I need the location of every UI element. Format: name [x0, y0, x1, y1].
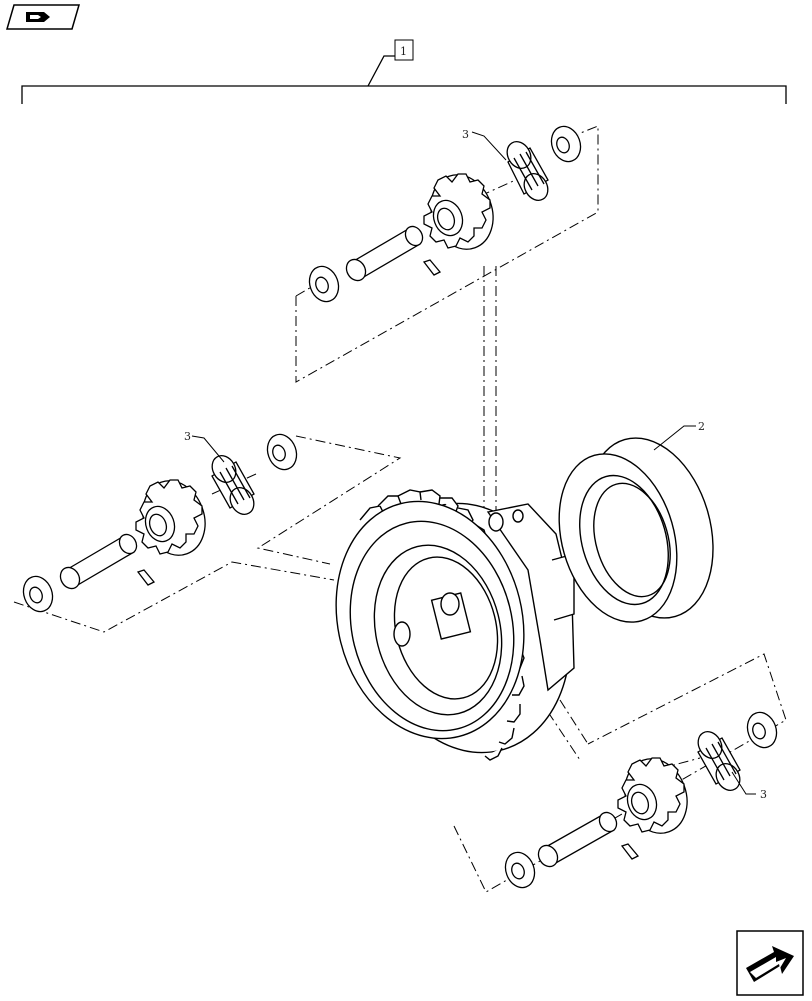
lower-needle-bushing — [697, 731, 741, 791]
upper-roll-pin — [422, 259, 442, 276]
lower-planet-gear — [617, 757, 688, 834]
callout-3-lower: 3 — [760, 788, 767, 801]
next-arrow-icon — [736, 930, 804, 996]
callout-box-1 — [394, 39, 414, 61]
left-needle-bushing — [211, 455, 255, 515]
bearing — [558, 437, 714, 623]
leader-3-upper — [471, 131, 507, 161]
left-planet-gear — [135, 479, 206, 556]
upper-planet-group — [308, 125, 582, 303]
assembly-bracket — [21, 55, 787, 104]
upper-needle-bushing — [506, 141, 549, 201]
left-roll-pin — [136, 569, 156, 586]
next-page-button[interactable] — [736, 930, 804, 996]
callout-1: 1 — [400, 45, 407, 58]
upper-planet-gear — [423, 173, 494, 250]
ring-gear — [335, 489, 575, 761]
lower-roll-pin — [620, 843, 640, 860]
lower-pin-shaft — [537, 811, 618, 868]
callout-3-upper: 3 — [462, 128, 469, 141]
callout-3-left: 3 — [184, 430, 191, 443]
book-nav-button[interactable] — [6, 4, 80, 30]
leader-3-lower — [731, 771, 756, 795]
lower-planet-group — [504, 711, 778, 889]
upper-pin-shaft — [345, 225, 424, 282]
leader-3-left — [191, 435, 225, 463]
left-planet-group — [22, 433, 298, 613]
leader-2 — [653, 425, 696, 451]
callout-2: 2 — [698, 420, 705, 433]
left-pin-shaft — [59, 533, 138, 590]
book-nav-icon — [6, 4, 80, 30]
